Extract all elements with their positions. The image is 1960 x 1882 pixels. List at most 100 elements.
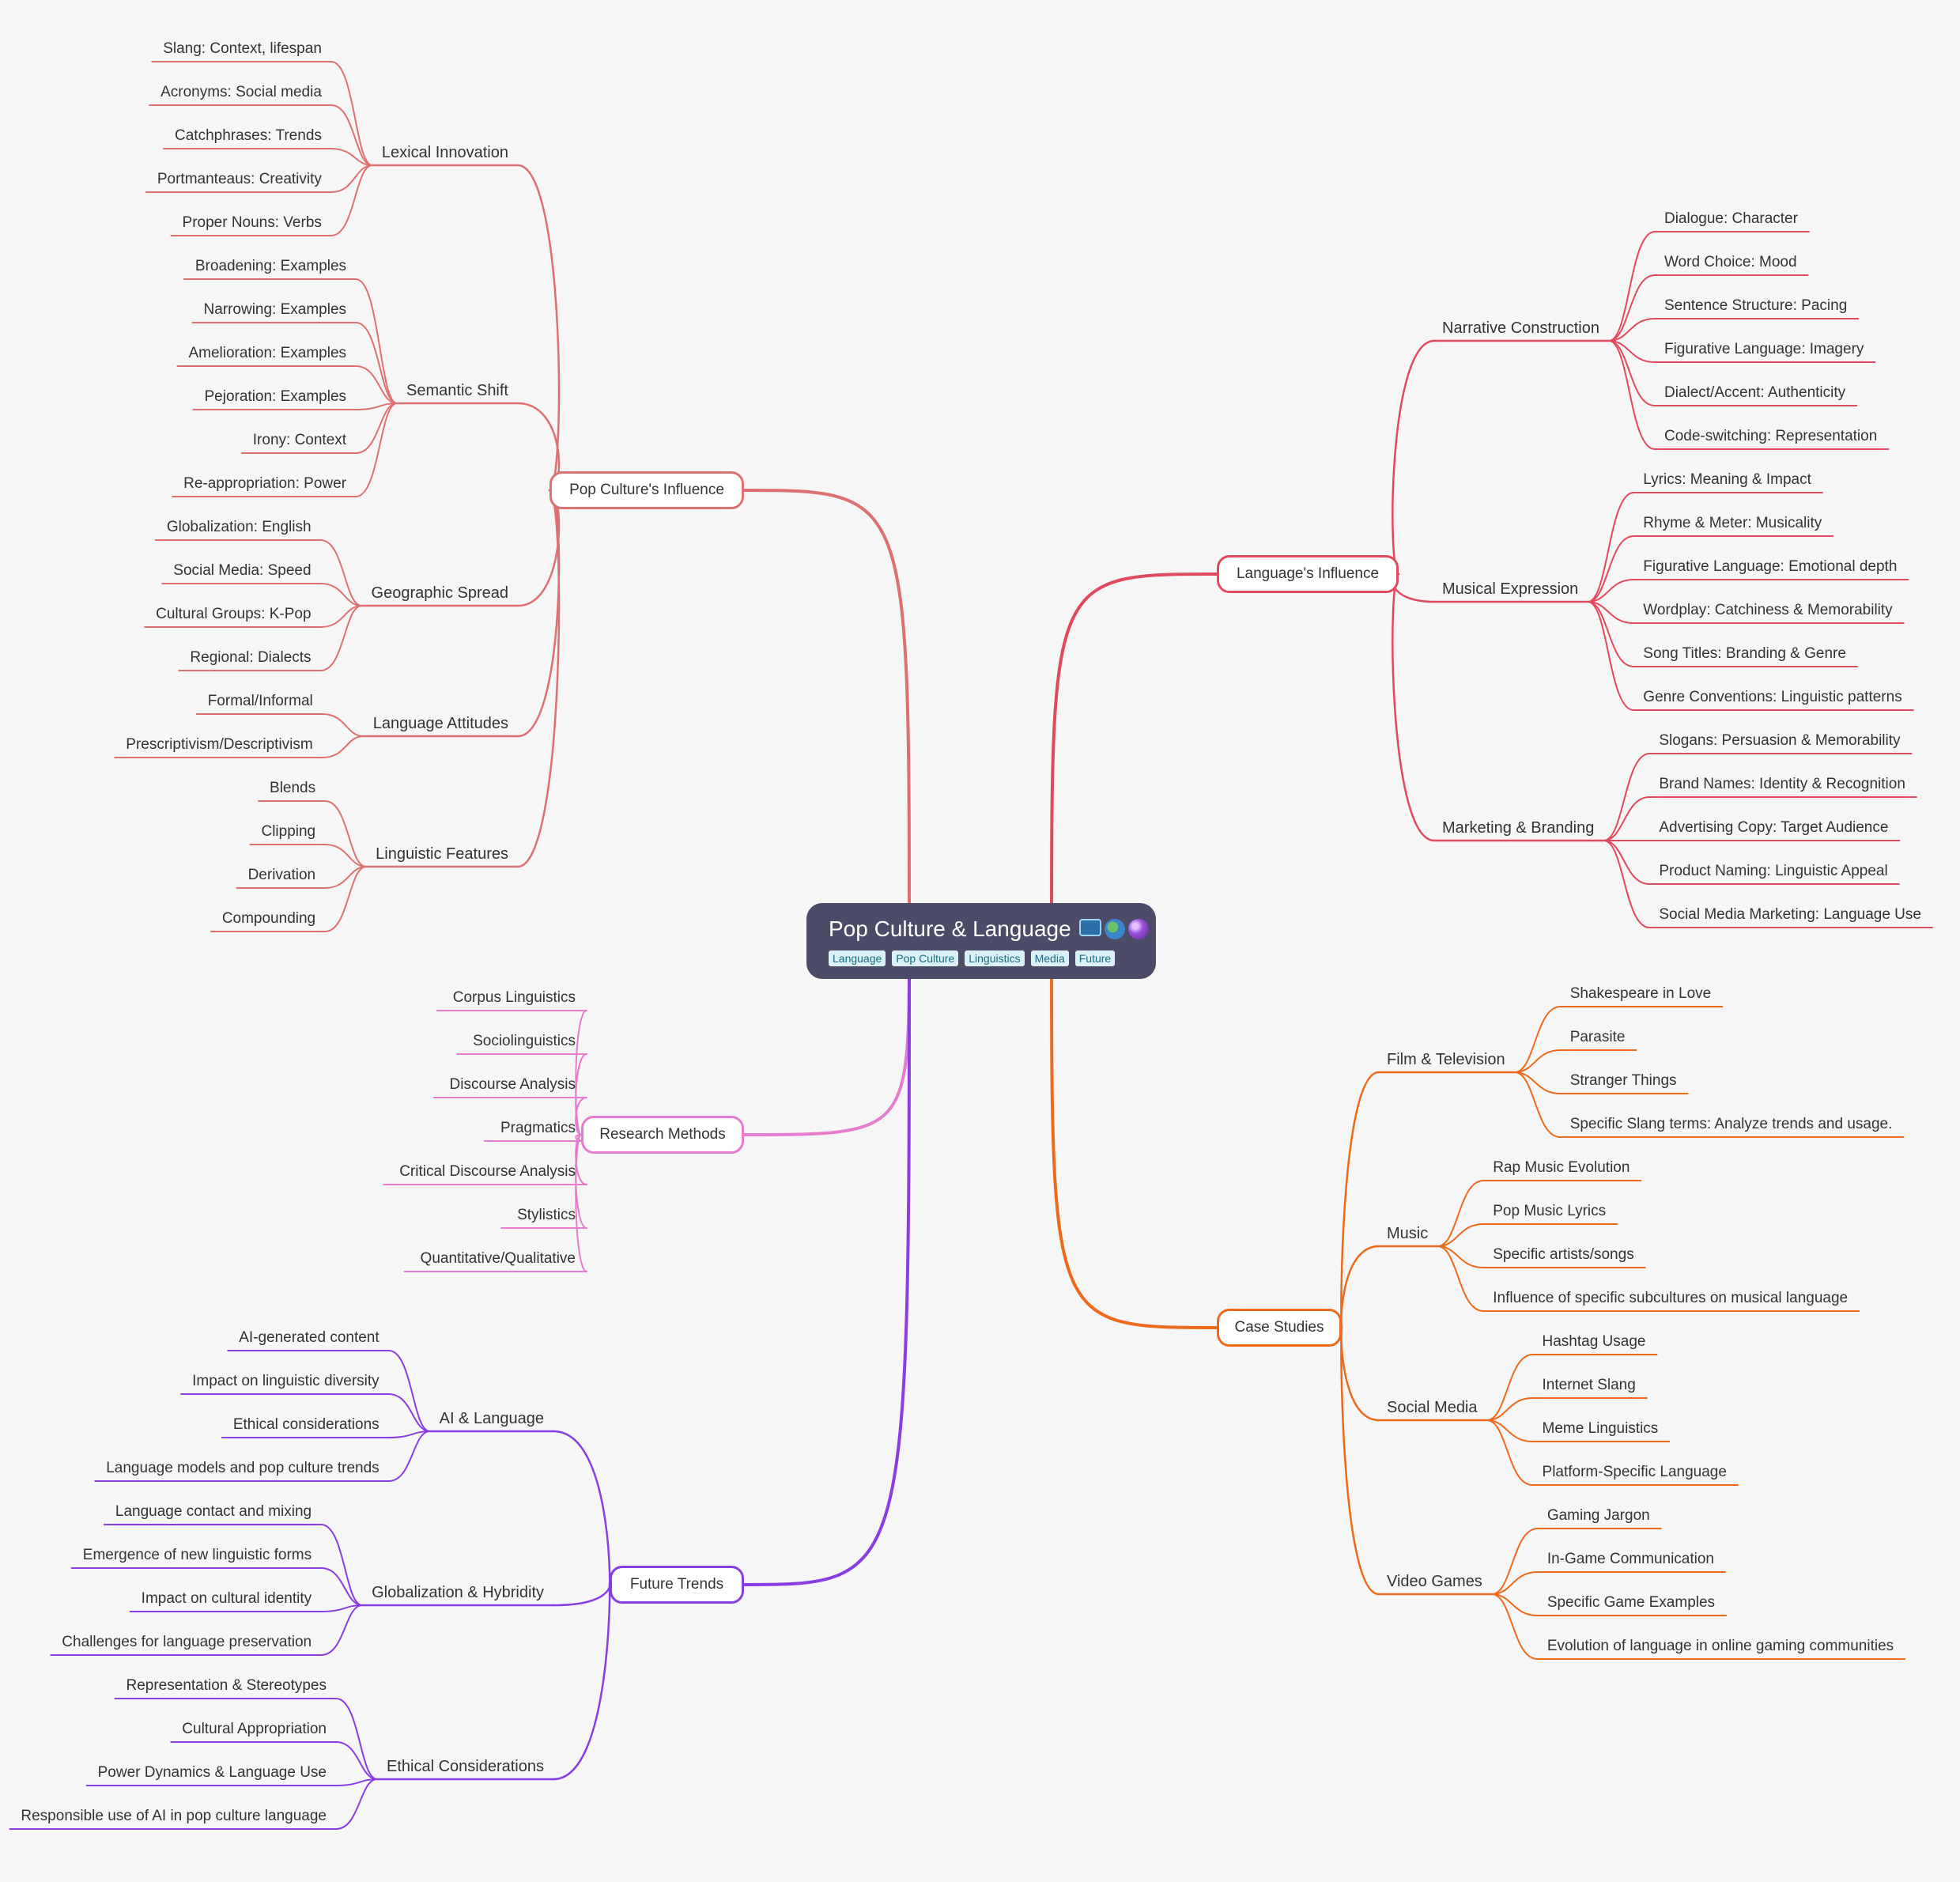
item-re-appropriation-power[interactable]: Re-appropriation: Power xyxy=(183,475,347,492)
item-formal-informal[interactable]: Formal/Informal xyxy=(207,693,313,709)
group-ethical-considerations[interactable]: Ethical Considerations xyxy=(387,1758,544,1775)
group-semantic-shift[interactable]: Semantic Shift xyxy=(406,382,508,399)
branch-case-studies[interactable]: Case Studies xyxy=(1217,1309,1342,1347)
tag-future[interactable]: Future xyxy=(1074,950,1116,966)
item-shakespeare-in-love[interactable]: Shakespeare in Love xyxy=(1569,985,1712,1002)
item-meme-linguistics[interactable]: Meme Linguistics xyxy=(1542,1420,1659,1437)
item-prescriptivism-descriptivism[interactable]: Prescriptivism/Descriptivism xyxy=(126,736,313,753)
group-ai-language[interactable]: AI & Language xyxy=(439,1410,544,1427)
group-globalization-hybridity[interactable]: Globalization & Hybridity xyxy=(372,1584,544,1601)
item-responsible-use-of-ai-in-pop-culture-language[interactable]: Responsible use of AI in pop culture lan… xyxy=(21,1808,327,1824)
item-internet-slang[interactable]: Internet Slang xyxy=(1542,1377,1636,1393)
item-influence-of-specific-subcultures-on-musical-language[interactable]: Influence of specific subcultures on mus… xyxy=(1493,1290,1849,1306)
item-challenges-for-language-preservation[interactable]: Challenges for language preservation xyxy=(62,1634,312,1650)
item-slogans-persuasion-memorability[interactable]: Slogans: Persuasion & Memorability xyxy=(1659,732,1901,749)
item-rhyme-meter-musicality[interactable]: Rhyme & Meter: Musicality xyxy=(1643,515,1822,531)
leaf-discourse-analysis[interactable]: Discourse Analysis xyxy=(449,1076,576,1093)
item-globalization-english[interactable]: Globalization: English xyxy=(166,519,312,535)
item-broadening-examples[interactable]: Broadening: Examples xyxy=(194,258,347,274)
item-portmanteaus-creativity[interactable]: Portmanteaus: Creativity xyxy=(157,171,322,187)
item-proper-nouns-verbs[interactable]: Proper Nouns: Verbs xyxy=(182,214,322,231)
item-specific-game-examples[interactable]: Specific Game Examples xyxy=(1546,1594,1716,1611)
item-language-models-and-pop-culture-trends[interactable]: Language models and pop culture trends xyxy=(106,1460,380,1476)
group-marketing-branding[interactable]: Marketing & Branding xyxy=(1442,819,1595,837)
leaf-corpus-linguistics[interactable]: Corpus Linguistics xyxy=(452,989,576,1006)
root-topic[interactable]: Pop Culture & Language Language Pop Cult… xyxy=(806,903,1156,979)
branch-research-methods[interactable]: Research Methods xyxy=(581,1116,744,1154)
item-blends[interactable]: Blends xyxy=(270,780,316,796)
branch-language-s-influence[interactable]: Language's Influence xyxy=(1217,555,1399,593)
item-ai-generated-content[interactable]: AI-generated content xyxy=(239,1329,380,1346)
item-dialect-accent-authenticity[interactable]: Dialect/Accent: Authenticity xyxy=(1664,384,1846,401)
item-wordplay-catchiness-memorability[interactable]: Wordplay: Catchiness & Memorability xyxy=(1643,602,1893,618)
item-rap-music-evolution[interactable]: Rap Music Evolution xyxy=(1493,1159,1630,1176)
item-social-media-speed[interactable]: Social Media: Speed xyxy=(173,562,312,579)
item-link xyxy=(335,1741,378,1780)
item-gaming-jargon[interactable]: Gaming Jargon xyxy=(1546,1507,1650,1524)
item-word-choice-mood[interactable]: Word Choice: Mood xyxy=(1664,254,1797,270)
item-irony-context[interactable]: Irony: Context xyxy=(252,432,347,448)
group-video-games[interactable]: Video Games xyxy=(1387,1573,1482,1590)
item-genre-conventions-linguistic-patterns[interactable]: Genre Conventions: Linguistic patterns xyxy=(1643,689,1902,705)
leaf-critical-discourse-analysis[interactable]: Critical Discourse Analysis xyxy=(399,1163,576,1180)
item-specific-slang-terms-analyze-trends-and-usage[interactable]: Specific Slang terms: Analyze trends and… xyxy=(1569,1116,1893,1132)
item-pop-music-lyrics[interactable]: Pop Music Lyrics xyxy=(1493,1203,1607,1219)
item-figurative-language-emotional-depth[interactable]: Figurative Language: Emotional depth xyxy=(1643,558,1898,575)
item-language-contact-and-mixing[interactable]: Language contact and mixing xyxy=(115,1503,312,1520)
branch-future-trends[interactable]: Future Trends xyxy=(610,1566,744,1604)
item-figurative-language-imagery[interactable]: Figurative Language: Imagery xyxy=(1664,341,1864,357)
item-cultural-appropriation[interactable]: Cultural Appropriation xyxy=(182,1721,327,1737)
item-pejoration-examples[interactable]: Pejoration: Examples xyxy=(204,388,347,405)
leaf-stylistics[interactable]: Stylistics xyxy=(517,1207,576,1223)
item-stranger-things[interactable]: Stranger Things xyxy=(1569,1072,1677,1089)
item-derivation[interactable]: Derivation xyxy=(247,867,316,883)
item-impact-on-cultural-identity[interactable]: Impact on cultural identity xyxy=(141,1590,312,1607)
group-linguistic-features[interactable]: Linguistic Features xyxy=(376,845,508,863)
group-geographic-spread[interactable]: Geographic Spread xyxy=(371,584,508,602)
group-narrative-construction[interactable]: Narrative Construction xyxy=(1442,319,1599,337)
item-compounding[interactable]: Compounding xyxy=(221,910,316,927)
item-ethical-considerations[interactable]: Ethical considerations xyxy=(232,1416,380,1433)
item-impact-on-linguistic-diversity[interactable]: Impact on linguistic diversity xyxy=(192,1373,380,1389)
item-catchphrases-trends[interactable]: Catchphrases: Trends xyxy=(175,127,322,144)
item-sentence-structure-pacing[interactable]: Sentence Structure: Pacing xyxy=(1664,297,1848,314)
item-evolution-of-language-in-online-gaming-communities[interactable]: Evolution of language in online gaming c… xyxy=(1546,1638,1894,1654)
item-advertising-copy-target-audience[interactable]: Advertising Copy: Target Audience xyxy=(1659,819,1889,836)
item-power-dynamics-language-use[interactable]: Power Dynamics & Language Use xyxy=(97,1764,327,1781)
tag-linguistics[interactable]: Linguistics xyxy=(965,950,1025,966)
item-slang-context-lifespan[interactable]: Slang: Context, lifespan xyxy=(163,40,322,57)
item-clipping[interactable]: Clipping xyxy=(261,823,316,840)
item-product-naming-linguistic-appeal[interactable]: Product Naming: Linguistic Appeal xyxy=(1659,863,1888,879)
item-song-titles-branding-genre[interactable]: Song Titles: Branding & Genre xyxy=(1643,645,1846,662)
tag-language[interactable]: Language xyxy=(829,950,886,966)
leaf-pragmatics[interactable]: Pragmatics xyxy=(500,1120,576,1136)
tag-media[interactable]: Media xyxy=(1030,950,1069,966)
leaf-quantitative-qualitative[interactable]: Quantitative/Qualitative xyxy=(420,1250,576,1267)
group-music[interactable]: Music xyxy=(1387,1225,1429,1242)
item-in-game-communication[interactable]: In-Game Communication xyxy=(1546,1551,1715,1567)
group-film-television[interactable]: Film & Television xyxy=(1387,1051,1505,1068)
item-social-media-marketing-language-use[interactable]: Social Media Marketing: Language Use xyxy=(1659,906,1921,923)
group-language-attitudes[interactable]: Language Attitudes xyxy=(372,715,508,732)
leaf-sociolinguistics[interactable]: Sociolinguistics xyxy=(473,1033,576,1049)
item-amelioration-examples[interactable]: Amelioration: Examples xyxy=(188,345,347,361)
group-social-media[interactable]: Social Media xyxy=(1387,1399,1478,1416)
item-lyrics-meaning-impact[interactable]: Lyrics: Meaning & Impact xyxy=(1643,471,1811,488)
item-cultural-groups-k-pop[interactable]: Cultural Groups: K-Pop xyxy=(156,606,312,622)
item-emergence-of-new-linguistic-forms[interactable]: Emergence of new linguistic forms xyxy=(82,1547,312,1563)
item-specific-artists-songs[interactable]: Specific artists/songs xyxy=(1493,1246,1634,1263)
item-representation-stereotypes[interactable]: Representation & Stereotypes xyxy=(126,1677,327,1694)
item-parasite[interactable]: Parasite xyxy=(1569,1029,1626,1045)
item-acronyms-social-media[interactable]: Acronyms: Social media xyxy=(161,84,322,100)
item-platform-specific-language[interactable]: Platform-Specific Language xyxy=(1542,1464,1727,1480)
item-hashtag-usage[interactable]: Hashtag Usage xyxy=(1542,1333,1646,1350)
tag-pop-culture[interactable]: Pop Culture xyxy=(892,950,959,966)
group-lexical-innovation[interactable]: Lexical Innovation xyxy=(381,144,508,161)
item-brand-names-identity-recognition[interactable]: Brand Names: Identity & Recognition xyxy=(1659,776,1905,792)
item-code-switching-representation[interactable]: Code-switching: Representation xyxy=(1664,428,1878,444)
item-narrowing-examples[interactable]: Narrowing: Examples xyxy=(203,301,347,318)
item-regional-dialects[interactable]: Regional: Dialects xyxy=(190,649,312,666)
group-musical-expression[interactable]: Musical Expression xyxy=(1442,580,1579,598)
item-dialogue-character[interactable]: Dialogue: Character xyxy=(1664,210,1798,227)
branch-pop-culture-s-influence[interactable]: Pop Culture's Influence xyxy=(549,471,744,509)
